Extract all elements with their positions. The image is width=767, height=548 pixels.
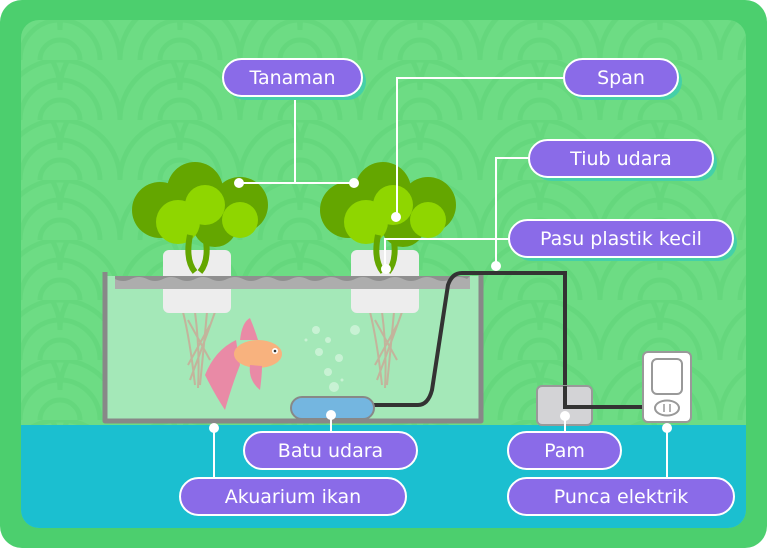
aquarium-tank: [102, 272, 484, 424]
label-aquarium-text: Akuarium ikan: [225, 486, 361, 508]
label-plant: Tanaman: [222, 58, 366, 100]
roots: [182, 311, 403, 389]
leader-dots: [209, 178, 672, 433]
label-aquarium: Akuarium ikan: [179, 477, 407, 516]
aquarium-water: [106, 276, 480, 420]
label-plastic-pot-text: Pasu plastik kecil: [540, 228, 702, 250]
leader-lines: [213, 77, 668, 478]
sponge-wave: [115, 276, 470, 281]
label-power-outlet-text: Punca elektrik: [554, 486, 689, 508]
label-pump-text: Pam: [544, 440, 585, 462]
power-outlet: [642, 351, 692, 423]
label-air-tube-text: Tiub udara: [569, 148, 672, 170]
label-power-outlet: Punca elektrik: [507, 477, 735, 516]
air-bubbles: [304, 325, 360, 392]
label-sponge-text: Span: [597, 67, 645, 89]
air-tube: [374, 271, 655, 409]
label-plastic-pot: Pasu plastik kecil: [508, 219, 737, 261]
label-sponge: Span: [563, 58, 682, 100]
fish: [205, 318, 282, 410]
label-pump: Pam: [507, 431, 622, 470]
label-air-tube: Tiub udara: [528, 139, 717, 181]
label-air-stone-text: Batu udara: [278, 440, 383, 462]
label-air-stone: Batu udara: [243, 431, 418, 470]
label-plant-text: Tanaman: [249, 67, 336, 89]
plant-left: [132, 162, 268, 274]
